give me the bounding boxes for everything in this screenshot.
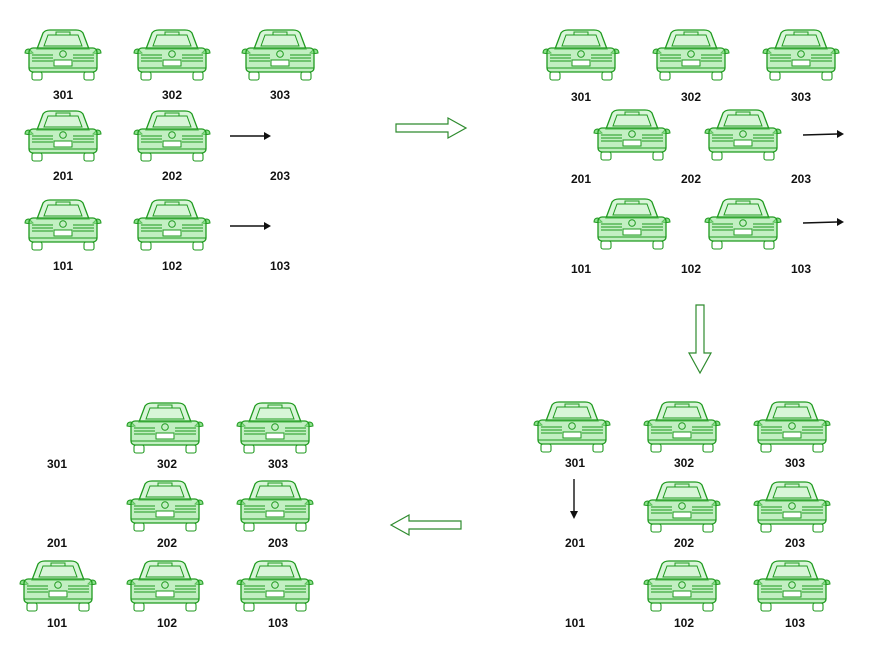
car-rear-icon [703,196,783,252]
slot-label: 203 [790,172,812,186]
slot-label: 201 [570,172,592,186]
slot-label: 202 [161,169,183,183]
slot-label: 101 [46,616,68,630]
slot-label: 202 [680,172,702,186]
slot-label: 301 [46,457,68,471]
slot-label: 101 [564,616,586,630]
slot-label: 301 [52,88,74,102]
slot-label: 303 [790,90,812,104]
slot-label: 301 [564,456,586,470]
slot-label: 203 [784,536,806,550]
slot-label: 202 [673,536,695,550]
slot-label: 203 [267,536,289,550]
car-rear-icon [752,399,832,455]
car-rear-icon [752,479,832,535]
slot-label: 201 [564,536,586,550]
flow-arrow-icon [389,513,462,537]
move-arrow-icon [230,222,271,230]
car-rear-icon [23,108,103,164]
car-rear-icon [541,27,621,83]
car-rear-icon [240,27,320,83]
car-rear-icon [642,399,722,455]
car-rear-icon [23,27,103,83]
car-rear-icon [651,27,731,83]
slot-label: 201 [52,169,74,183]
slot-label: 303 [784,456,806,470]
flow-arrow-icon [687,304,713,375]
slot-label: 102 [161,259,183,273]
car-rear-icon [132,108,212,164]
car-rear-icon [235,400,315,456]
slot-label: 101 [52,259,74,273]
car-rear-icon [592,196,672,252]
slot-label: 102 [673,616,695,630]
slot-label: 303 [269,88,291,102]
car-rear-icon [125,558,205,614]
car-rear-icon [752,558,832,614]
slot-label: 103 [267,616,289,630]
car-rear-icon [642,558,722,614]
flow-arrow-icon [395,116,468,140]
car-rear-icon [18,558,98,614]
slot-label: 302 [673,456,695,470]
slot-label: 302 [680,90,702,104]
car-rear-icon [132,197,212,253]
slot-label: 202 [156,536,178,550]
car-rear-icon [235,558,315,614]
car-rear-icon [642,479,722,535]
move-arrow-icon [230,132,271,140]
car-rear-icon [132,27,212,83]
move-arrow-icon [570,479,578,519]
slot-label: 203 [269,169,291,183]
car-rear-icon [761,27,841,83]
car-rear-icon [532,399,612,455]
slot-label: 102 [680,262,702,276]
move-arrow-icon [802,130,844,138]
car-rear-icon [703,107,783,163]
slot-label: 102 [156,616,178,630]
slot-label: 302 [161,88,183,102]
slot-label: 103 [790,262,812,276]
slot-label: 201 [46,536,68,550]
slot-label: 303 [267,457,289,471]
slot-label: 301 [570,90,592,104]
slot-label: 103 [269,259,291,273]
car-rear-icon [23,197,103,253]
car-rear-icon [592,107,672,163]
car-rear-icon [235,478,315,534]
car-rear-icon [125,400,205,456]
slot-label: 101 [570,262,592,276]
slot-label: 302 [156,457,178,471]
slot-label: 103 [784,616,806,630]
car-rear-icon [125,478,205,534]
move-arrow-icon [802,218,844,226]
